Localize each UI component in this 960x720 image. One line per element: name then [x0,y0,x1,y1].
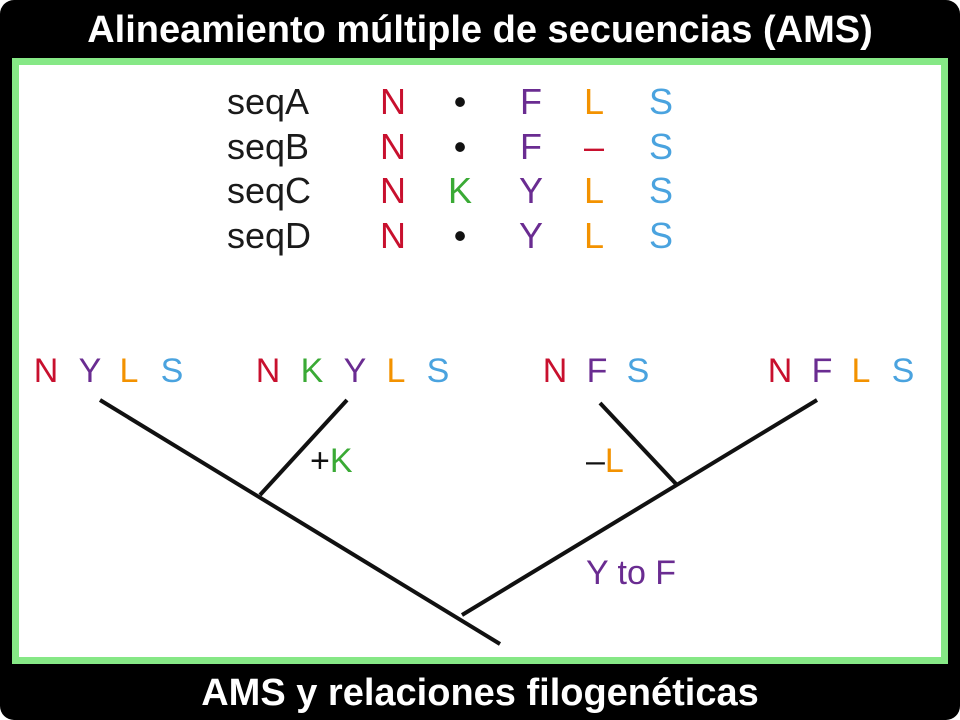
leaf-residue: S [161,352,184,390]
branch-root-to-left [98,398,502,646]
alignment-residue: N [380,170,406,211]
alignment-residue: F [520,81,542,122]
alignment-residue: L [584,81,604,122]
annotation-minus-l-residue: L [605,442,624,480]
diagram-panel [12,58,948,664]
alignment-residue: L [584,215,604,256]
slide-title: Alineamiento múltiple de secuencias (AMS… [87,9,873,51]
annotation-plus-k: +K [310,442,353,480]
annotation-minus-l-sign: – [586,442,605,480]
alignment-residue: Y [519,215,543,256]
alignment-residue: N [380,215,406,256]
tree-branches [98,398,819,646]
alignment-residue: S [649,170,673,211]
annotation-plus-k-residue: K [330,442,353,480]
leaf-residue: N [768,352,793,390]
sequence-name-seqB: seqB [227,126,309,167]
leaf-residue: N [543,352,568,390]
branch-root-to-right [460,398,819,617]
leaf-residue: L [120,352,139,390]
tree-annotations: +K –L Y to F [310,442,676,592]
leaf-residue: Y [344,352,367,390]
leaf-residue: L [852,352,871,390]
slide-caption: AMS y relaciones filogenéticas [201,672,759,714]
alignment-residue: N [380,81,406,122]
leaf-residue: F [812,352,833,390]
alignment-residue: S [649,126,673,167]
annotation-y-to-f: Y to F [586,554,676,592]
alignment-residue: S [649,215,673,256]
alignment-residue: N [380,126,406,167]
sequence-name-seqA: seqA [227,81,309,122]
branch-to-nkyls [258,398,349,497]
leaf-residue: Y [79,352,102,390]
leaf-residue: K [301,352,324,390]
alignment-residue: F [520,126,542,167]
alignment-gap: – [584,126,604,167]
alignment-dot: • [454,81,467,122]
annotation-minus-l: –L [586,442,624,480]
alignment-residue: Y [519,170,543,211]
alignment-dot: • [454,215,467,256]
alignment-dot: • [454,126,467,167]
leaf-residue: L [387,352,406,390]
leaf-residue: N [256,352,281,390]
leaf-residue: N [34,352,59,390]
sequence-name-seqD: seqD [227,215,311,256]
alignment-residue: K [448,170,472,211]
alignment-residue: S [649,81,673,122]
alignment-residue: L [584,170,604,211]
branch-to-nfs [598,401,679,487]
leaf-residue: S [892,352,915,390]
leaf-residue: F [587,352,608,390]
sequence-name-seqC: seqC [227,170,311,211]
leaf-residue: S [627,352,650,390]
leaf-residue: S [427,352,450,390]
annotation-plus-k-sign: + [310,442,330,480]
